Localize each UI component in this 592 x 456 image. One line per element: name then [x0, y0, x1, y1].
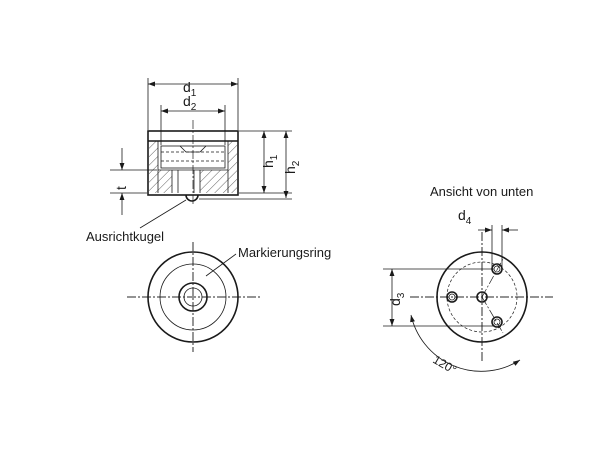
markierungsring-label: Markierungsring — [238, 245, 331, 260]
bottom-view: Ansicht von unten — [383, 184, 553, 372]
d2-label: d2 — [183, 93, 197, 113]
d1-label: d1 — [183, 79, 197, 99]
angle-label: 120° — [431, 352, 460, 377]
right-wall-hatch — [228, 141, 237, 193]
top-view — [127, 242, 260, 352]
ausrichtkugel-label: Ausrichtkugel — [86, 229, 164, 244]
alignment-ball — [185, 194, 199, 202]
h1-label: h1 — [260, 154, 280, 168]
bottom-hatch-left — [158, 170, 172, 193]
t-label: t — [113, 186, 129, 190]
hole-left — [446, 291, 458, 303]
bottom-hatch-right — [200, 170, 228, 193]
ansicht-label: Ansicht von unten — [430, 184, 533, 199]
ausrichtkugel-leader — [139, 199, 187, 229]
d4-label: d4 — [458, 207, 472, 227]
angle-arc — [410, 314, 521, 372]
markierungsring-leader — [205, 253, 237, 277]
hole-bottom — [491, 316, 503, 328]
d3-label: d3 — [387, 292, 407, 306]
h2-label: h2 — [282, 160, 302, 174]
side-section-view — [110, 78, 292, 229]
center-hole — [476, 291, 488, 303]
left-wall-hatch — [149, 141, 158, 193]
